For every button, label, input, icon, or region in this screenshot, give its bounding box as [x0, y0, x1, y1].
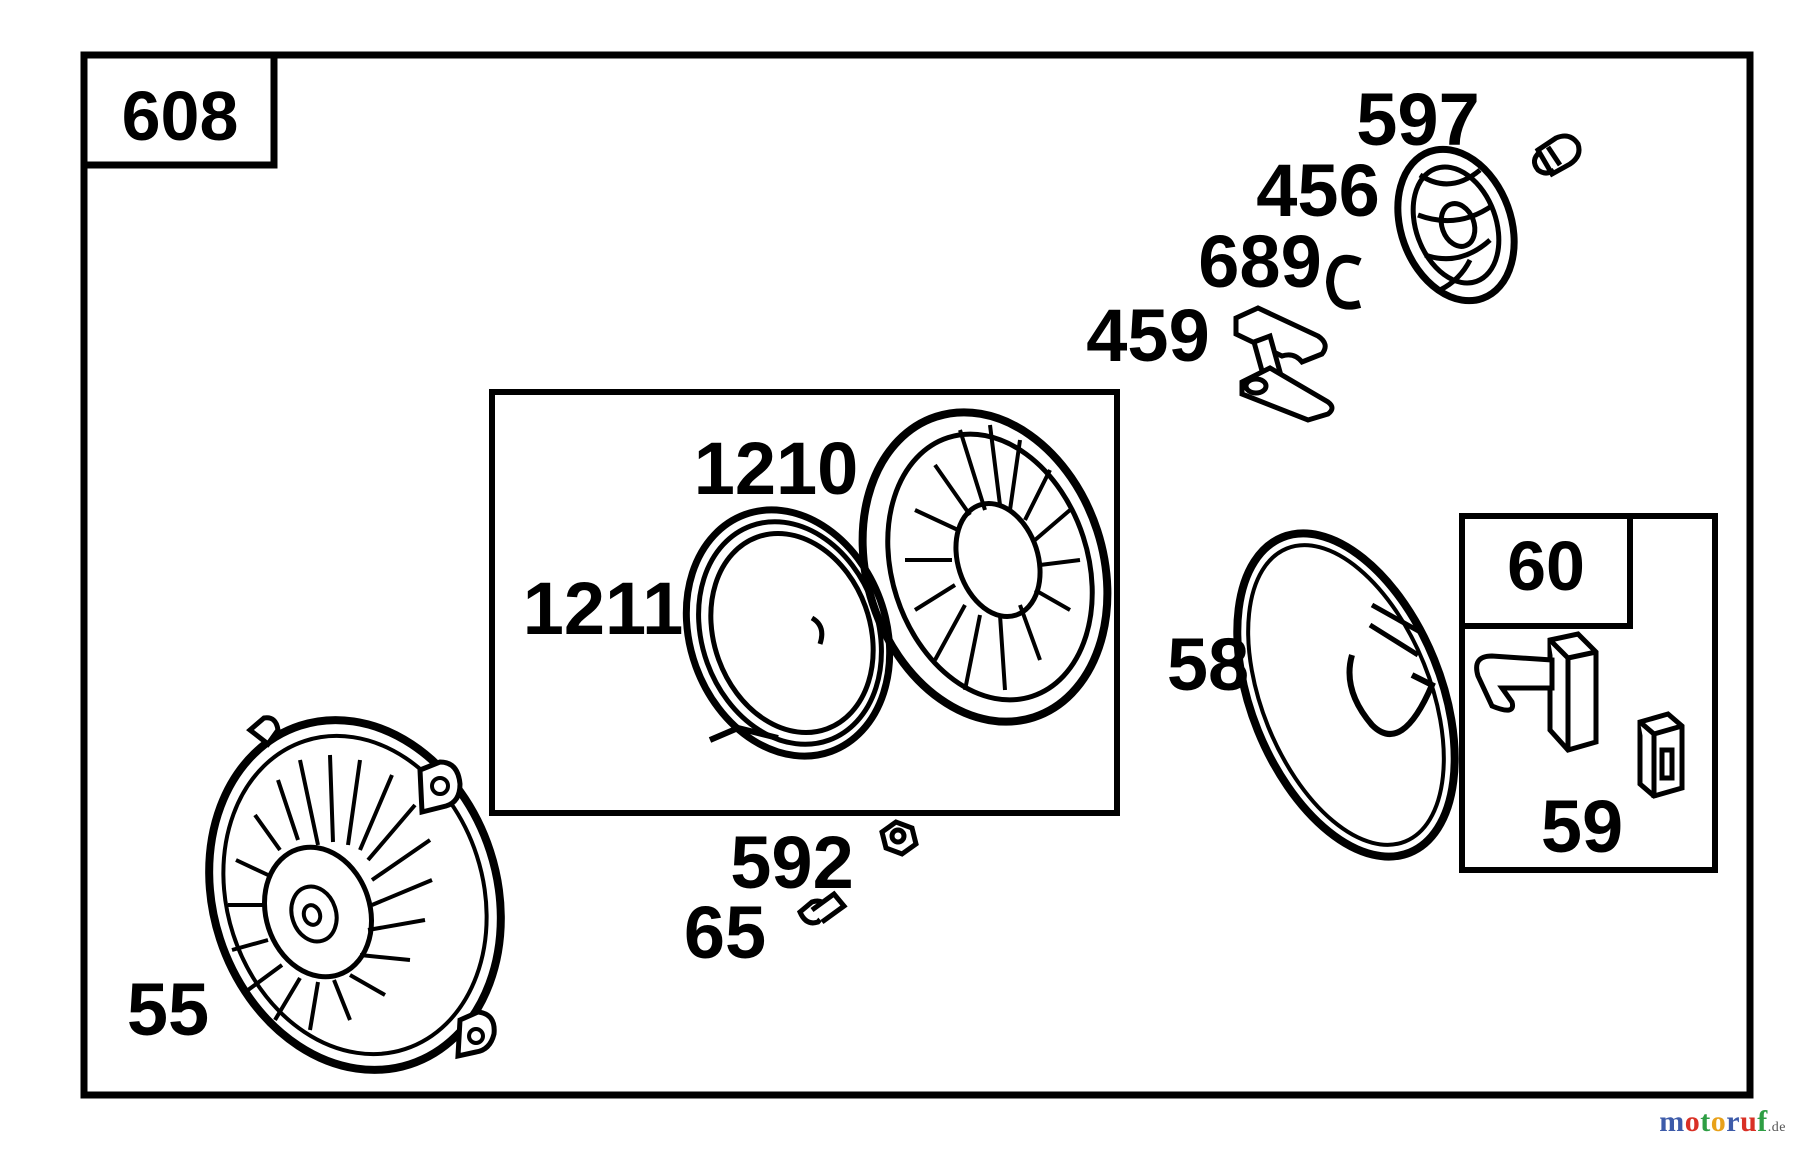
pawl-459 — [1233, 305, 1335, 423]
handle-group-number: 60 — [1507, 527, 1585, 605]
callout-456: 456 — [1256, 149, 1379, 232]
bolt-65 — [796, 890, 848, 926]
watermark-letter: o — [1684, 1105, 1701, 1138]
callout-55: 55 — [127, 968, 209, 1051]
callout-65: 65 — [684, 891, 766, 974]
callout-58: 58 — [1167, 623, 1249, 706]
watermark-letter: r — [1726, 1105, 1741, 1138]
watermark-logo: motoruf.de — [1659, 1105, 1786, 1139]
callout-592: 592 — [730, 821, 853, 904]
rewind-housing-55 — [205, 715, 505, 1074]
starter-pulley-1210 — [858, 408, 1112, 726]
callout-597: 597 — [1356, 78, 1479, 161]
watermark-letter: f — [1757, 1105, 1768, 1138]
starter-handle-59 — [1474, 631, 1685, 799]
outer-frame — [80, 51, 1754, 1099]
callout-689: 689 — [1198, 220, 1321, 303]
watermark-letter: o — [1710, 1105, 1727, 1138]
callout-1211: 1211 — [523, 567, 684, 650]
watermark-brand: motoruf — [1659, 1105, 1768, 1138]
callout-59: 59 — [1541, 785, 1623, 868]
callout-459: 459 — [1086, 294, 1209, 377]
watermark-letter: u — [1740, 1105, 1758, 1138]
assembly-number: 608 — [122, 77, 239, 155]
handle-group-box: 60 — [1459, 513, 1718, 873]
watermark-letter: t — [1700, 1105, 1711, 1138]
rewind-spring-1211 — [682, 506, 894, 760]
nut-592 — [879, 819, 919, 857]
retainer-clip-689 — [1325, 254, 1362, 310]
watermark-tld: .de — [1767, 1120, 1786, 1135]
assembly-number-box: 608 — [80, 51, 278, 169]
watermark-letter: m — [1659, 1105, 1685, 1138]
starter-rope-58 — [1233, 529, 1459, 861]
pulley-kit-box — [489, 389, 1120, 816]
callout-1210: 1210 — [694, 427, 859, 510]
screw-597 — [1532, 133, 1582, 178]
ratchet-cup-456 — [1394, 145, 1518, 305]
